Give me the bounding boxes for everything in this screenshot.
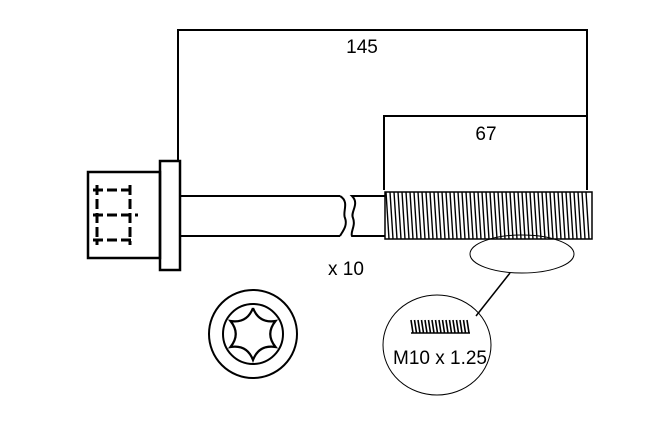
- quantity-label: x 10: [328, 259, 364, 280]
- bolt-shank: [180, 195, 385, 237]
- thread-length-label: 67: [475, 124, 496, 145]
- detail-leader-line: [475, 272, 511, 317]
- thread-spec-label: M10 x 1.25: [393, 348, 487, 369]
- overall-length-label: 145: [346, 37, 378, 58]
- overall-length-dimension: [177, 29, 588, 190]
- thread-detail-icon: [410, 319, 470, 334]
- detail-magnifier-circle: [382, 294, 492, 396]
- thread-length-dimension: [383, 115, 587, 190]
- detail-ellipse: [469, 234, 575, 274]
- bolt-head: [86, 159, 182, 272]
- bolt-thread: [384, 191, 593, 240]
- torx-drive-icon: [208, 289, 298, 379]
